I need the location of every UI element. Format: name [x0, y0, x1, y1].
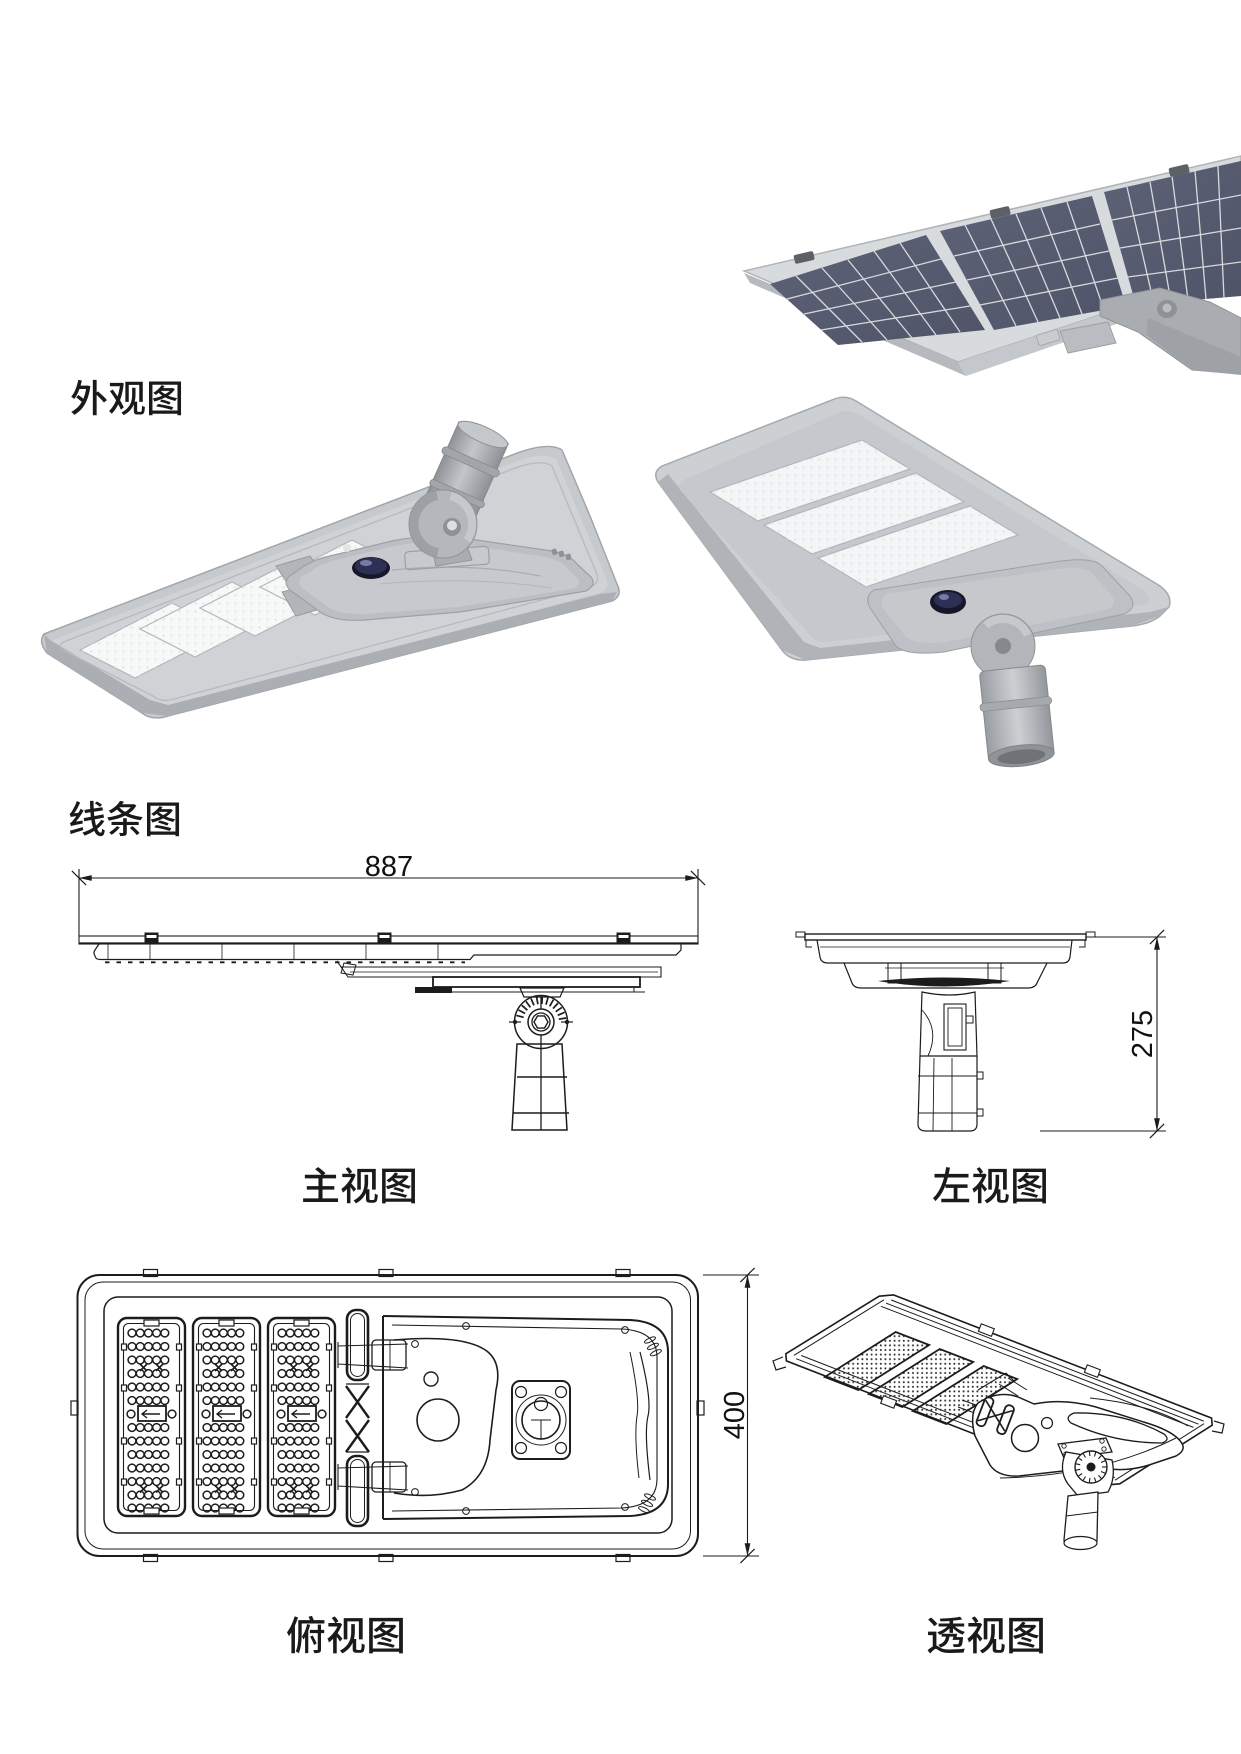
- svg-text:275: 275: [1127, 1010, 1159, 1058]
- svg-text:400: 400: [719, 1391, 751, 1439]
- svg-text:887: 887: [365, 851, 413, 883]
